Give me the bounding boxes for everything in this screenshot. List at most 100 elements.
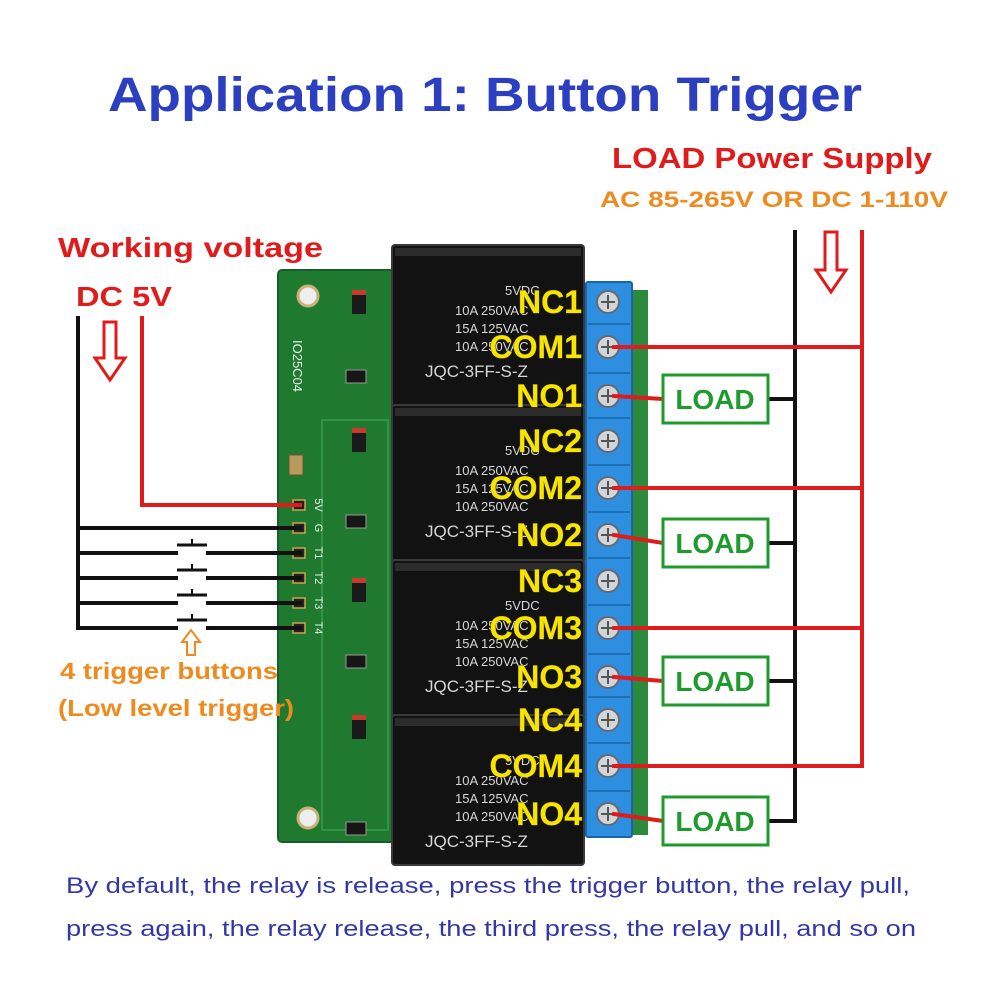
page-title: Application 1: Button Trigger xyxy=(108,69,862,122)
board-model-silkscreen: IO25C04 xyxy=(290,340,305,392)
relay-rating-label: 15A 125VAC xyxy=(455,321,528,336)
terminal-no3: NO3 xyxy=(516,653,630,695)
no-wire xyxy=(611,532,666,546)
transistor xyxy=(345,514,367,529)
relay-coil-label: 5VDC xyxy=(505,598,540,613)
relay-coil-label: 5VDC xyxy=(505,753,540,768)
working-voltage-label: Working voltage xyxy=(58,232,323,263)
terminal-label: NC2 xyxy=(518,423,582,459)
diode xyxy=(352,578,366,602)
terminal-label: COM3 xyxy=(490,610,582,646)
mounting-hole-bottom xyxy=(296,806,320,830)
load-label: LOAD xyxy=(675,666,754,697)
diode-stripe xyxy=(352,428,366,433)
terminal-label: NO3 xyxy=(516,659,582,695)
relay-top-edge xyxy=(395,408,581,416)
relay-rating-label: 15A 125VAC xyxy=(455,481,528,496)
terminal-label: NO2 xyxy=(516,517,582,553)
loads: LOAD LOAD LOAD LOAD xyxy=(611,345,864,847)
relay-top-edge xyxy=(395,718,581,726)
footer-line-2: press again, the relay release, the thir… xyxy=(66,916,916,941)
load-wiring: LOAD LOAD LOAD LOAD xyxy=(611,230,864,847)
load-label: LOAD xyxy=(675,806,754,837)
push-button-2 xyxy=(76,564,302,580)
load-power-supply-spec: AC 85-265V OR DC 1-110V xyxy=(600,187,948,212)
working-voltage-value: DC 5V xyxy=(76,281,172,312)
push-button-4 xyxy=(76,614,302,630)
load-box xyxy=(661,373,770,425)
diode xyxy=(352,428,366,452)
trigger-up-arrow-icon xyxy=(180,628,202,656)
transistor xyxy=(345,369,367,384)
relay-rating-label: 15A 125VAC xyxy=(455,791,528,806)
load-2: LOAD xyxy=(611,486,864,569)
terminal-no2: NO2 xyxy=(516,511,630,553)
header-pin-label: T1 xyxy=(312,547,324,560)
diode xyxy=(352,290,366,314)
load-box xyxy=(661,517,770,569)
terminal-no4: NO4 xyxy=(516,790,630,832)
terminal-nc1: NC1 xyxy=(518,284,620,320)
terminal-nc2: NC2 xyxy=(518,417,630,459)
vcc-wire xyxy=(140,316,302,507)
push-button-1 xyxy=(76,539,302,555)
load-3: LOAD xyxy=(611,626,864,707)
mounting-hole-top xyxy=(296,284,320,308)
relay-rating-label: 10A 250VAC xyxy=(455,499,528,514)
relay-top-edge xyxy=(395,248,581,256)
terminal-nc4: NC4 xyxy=(518,696,630,738)
relay-rating-label: 10A 250VAC xyxy=(455,303,528,318)
transistor xyxy=(345,654,367,669)
footer-line-1: By default, the relay is release, press … xyxy=(66,873,910,898)
load-box xyxy=(661,795,770,847)
header-pin-label: G xyxy=(312,524,324,533)
load-label: LOAD xyxy=(675,384,754,415)
terminal-com2: COM2 xyxy=(489,464,630,506)
load-1: LOAD xyxy=(611,345,864,425)
relay-model-label: JQC-3FF-S-Z xyxy=(425,522,528,541)
terminal-label: NC4 xyxy=(518,702,582,738)
working-voltage-down-arrow-icon xyxy=(92,320,128,383)
push-button-3 xyxy=(76,589,302,605)
terminal-block xyxy=(585,281,633,838)
diode-stripe xyxy=(352,578,366,583)
relay-rating-label: 15A 125VAC xyxy=(455,636,528,651)
diode-stripe xyxy=(352,715,366,720)
terminal-label: NO4 xyxy=(516,796,582,832)
terminal-com3: COM3 xyxy=(489,604,630,646)
terminal-com1: COM1 xyxy=(489,323,630,365)
relay-rating-label: 10A 250VAC xyxy=(455,809,528,824)
terminal-label: COM2 xyxy=(490,470,582,506)
relay-model-label: JQC-3FF-S-Z xyxy=(425,677,528,696)
terminal-label: NO1 xyxy=(516,378,582,414)
load-label: LOAD xyxy=(675,528,754,559)
supply-down-arrow-icon xyxy=(813,230,849,295)
terminal-no1: NO1 xyxy=(516,372,630,414)
relay-rating-label: 10A 250VAC xyxy=(455,773,528,788)
relay-coil-label: 5VDC xyxy=(505,443,540,458)
no-wire xyxy=(611,393,666,402)
relay-rating-label: 10A 250VAC xyxy=(455,618,528,633)
header-pin-label: T4 xyxy=(312,622,324,635)
relays: 5VDC 10A 250VAC 15A 125VAC 10A 250VAC JQC-3F… xyxy=(391,244,585,866)
load-4: LOAD xyxy=(611,764,864,847)
header-pin-label: T2 xyxy=(312,572,324,585)
relay-body xyxy=(391,714,585,866)
terminal-label: NC1 xyxy=(518,284,582,320)
terminal-label: NC3 xyxy=(518,563,582,599)
terminal-com4: COM4 xyxy=(489,742,630,784)
header-pin-label: 5V xyxy=(312,498,324,512)
relay-model-label: JQC-3FF-S-Z xyxy=(425,832,528,851)
relay-rating-label: 10A 250VAC xyxy=(455,339,528,354)
trigger-buttons-note: (Low level trigger) xyxy=(58,695,294,721)
capacitor xyxy=(288,454,304,476)
header-pin-label: T3 xyxy=(312,597,324,610)
trigger-buttons xyxy=(76,539,302,630)
no-wire xyxy=(611,811,666,824)
load-box xyxy=(661,655,770,707)
